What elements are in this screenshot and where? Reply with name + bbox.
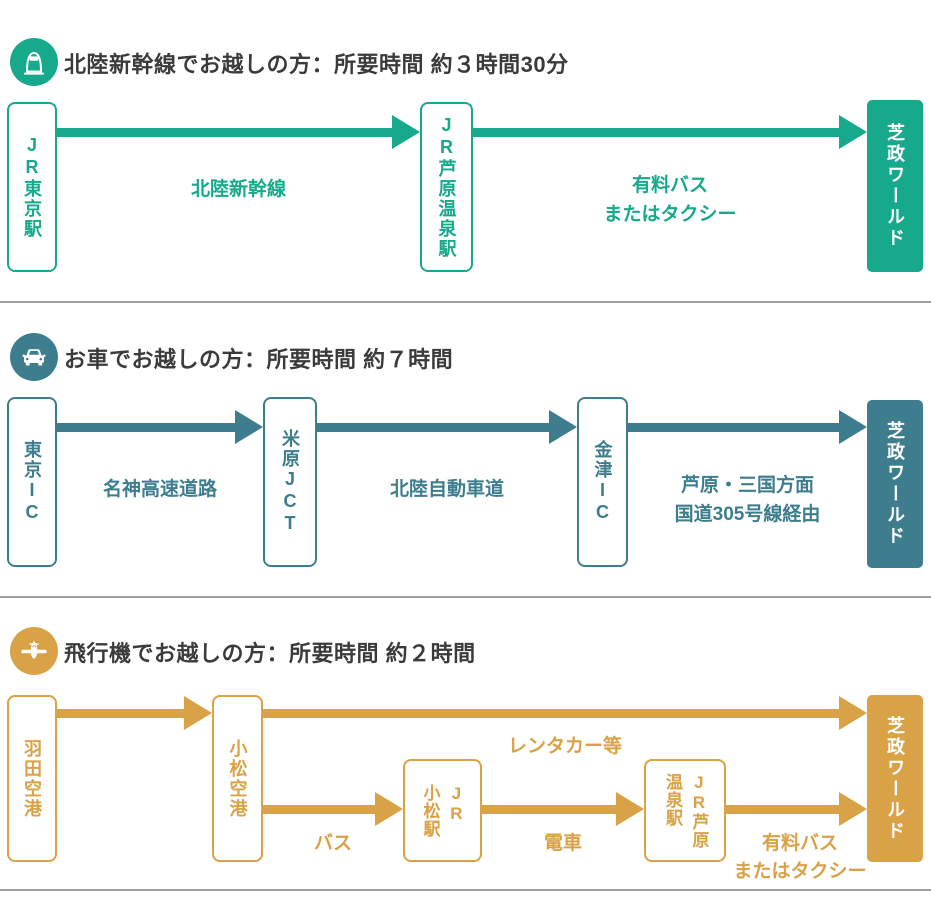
- dest-label: 芝政ワールド: [885, 715, 905, 842]
- node-tokyo-ic: 東京IC: [7, 397, 57, 567]
- edge-label-route-305: 芦原・三国方面 国道305号線経由: [674, 475, 821, 525]
- arrow-hokuriku-expressway: [317, 423, 549, 432]
- edge-label-meishin-expressway: 名神高速道路: [102, 479, 217, 500]
- arrowhead-icon: [839, 696, 867, 730]
- car-icon: [10, 333, 58, 381]
- arrowhead-icon: [392, 115, 420, 149]
- section-title-airplane: 飛行機でお越しの方：所要時間 約２時間: [64, 641, 476, 666]
- node-komatsu-airport: 小松空港: [212, 695, 263, 862]
- arrow-bus-or-taxi: [473, 128, 839, 137]
- node-label: JR芦原温泉駅: [436, 115, 457, 259]
- edge-label-hokuriku-expressway: 北陸自動車道: [389, 479, 504, 500]
- arrow-bus: [263, 805, 375, 814]
- edge-label-train: 電車: [543, 833, 582, 854]
- shinkansen-icon: [10, 38, 58, 86]
- node-label: 羽田空港: [22, 738, 43, 819]
- section-title-car: お車でお越しの方：所要時間 約７時間: [64, 347, 454, 372]
- node-label: JR東京駅: [22, 135, 43, 239]
- arrowhead-icon: [839, 792, 867, 826]
- node-label: 米原JCT: [280, 429, 301, 535]
- arrowhead-icon: [839, 115, 867, 149]
- arrowhead-icon: [375, 792, 403, 826]
- dest-label: 芝政ワールド: [885, 123, 905, 249]
- node-label: 金津IC: [592, 440, 613, 524]
- arrowhead-icon: [839, 410, 867, 444]
- node-label: JR 小松駅: [420, 783, 466, 838]
- arrow-route-305: [628, 423, 839, 432]
- edge-label-paid-bus-or-taxi: 有料バス またはタクシー: [733, 833, 867, 882]
- arrowhead-icon: [616, 792, 644, 826]
- dest-shibamasa-world: 芝政ワールド: [867, 400, 923, 568]
- arrow-shinkansen-line: [57, 128, 392, 137]
- arrowhead-icon: [549, 410, 577, 444]
- section-divider: [0, 301, 931, 303]
- arrow-train: [482, 805, 616, 814]
- node-haneda-airport: 羽田空港: [7, 695, 57, 862]
- dest-shibamasa-world: 芝政ワールド: [867, 100, 923, 272]
- node-kanazu-ic: 金津IC: [577, 397, 628, 567]
- edge-label-paid-bus-or-taxi: 有料バス またはタクシー: [603, 175, 737, 225]
- node-label: 東京IC: [22, 440, 43, 524]
- arrowhead-icon: [184, 696, 212, 730]
- arrow-rental-car: [263, 709, 839, 718]
- node-maibara-jct: 米原JCT: [263, 397, 317, 567]
- node-label: 小松空港: [227, 738, 248, 819]
- edge-label-hokuriku-shinkansen: 北陸新幹線: [190, 179, 286, 200]
- edge-label-bus: バス: [313, 833, 352, 854]
- arrow-flight: [57, 709, 184, 718]
- node-jr-tokyo-station: JR東京駅: [7, 102, 57, 272]
- arrow-bus-or-taxi: [726, 805, 839, 814]
- edge-label-rental-car: レンタカー等: [507, 736, 622, 757]
- section-divider: [0, 889, 931, 891]
- node-jr-awara-onsen-station: JR芦原温泉駅: [420, 102, 473, 272]
- section-title-shinkansen: 北陸新幹線でお越しの方：所要時間 約３時間30分: [64, 52, 569, 77]
- node-jr-komatsu-station: JR 小松駅: [403, 759, 482, 862]
- node-label: JR芦原 温泉駅: [663, 772, 709, 849]
- arrow-meishin-expressway: [57, 423, 235, 432]
- section-divider: [0, 596, 931, 598]
- dest-label: 芝政ワールド: [885, 421, 905, 547]
- airplane-icon: [10, 627, 58, 675]
- node-jr-awara-onsen-station: JR芦原 温泉駅: [644, 759, 726, 862]
- arrowhead-icon: [235, 410, 263, 444]
- dest-shibamasa-world: 芝政ワールド: [867, 695, 923, 862]
